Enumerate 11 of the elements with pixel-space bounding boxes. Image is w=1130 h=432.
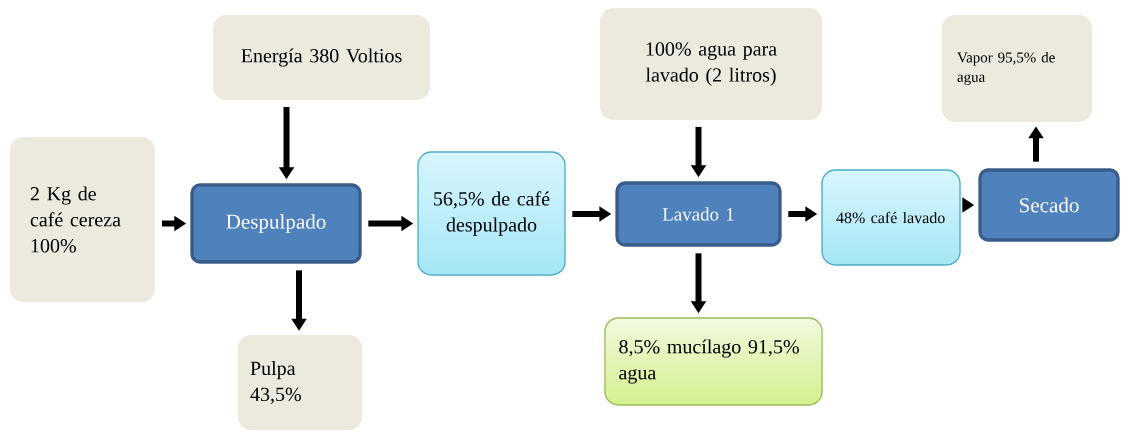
input-box: Energía 380 Voltios xyxy=(212,14,431,101)
output-box: 8,5% mucílago 91,5% agua xyxy=(604,317,823,406)
product-box: 56,5% de café despulpado xyxy=(417,151,566,276)
process-box: Lavado 1 xyxy=(615,181,782,247)
input-box: 2 Kg de café cereza 100% xyxy=(9,136,156,303)
product-box: 48% café lavado xyxy=(821,169,961,266)
process-box: Secado xyxy=(978,168,1120,242)
input-box: 100% agua para lavado (2 litros) xyxy=(600,8,822,120)
input-box: Vapor 95,5% de agua xyxy=(942,15,1092,122)
input-box: Pulpa 43,5% xyxy=(238,335,362,430)
process-box: Despulpado xyxy=(190,183,362,264)
